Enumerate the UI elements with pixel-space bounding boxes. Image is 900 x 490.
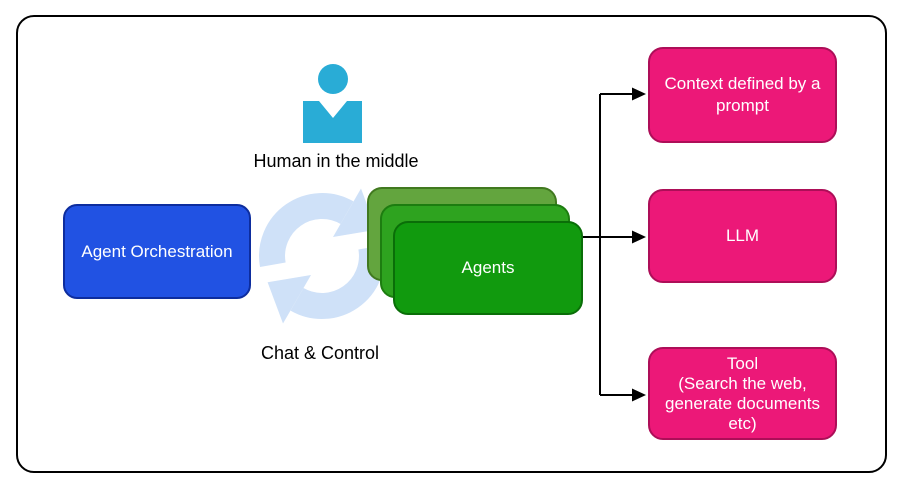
- context-box: Context defined by a prompt: [648, 47, 837, 143]
- tool-label-line2: (Search the web,: [678, 373, 807, 393]
- human-in-the-middle-label: Human in the middle: [253, 151, 419, 171]
- llm-box: LLM: [648, 189, 837, 283]
- llm-label: LLM: [725, 226, 760, 245]
- tool-label-line4: etc): [728, 413, 757, 433]
- tool-label-line3: generate documents: [665, 393, 820, 413]
- outer-frame: [16, 15, 887, 473]
- context-label-line2: prompt: [716, 96, 769, 115]
- agent-orchestration-box: Agent Orchestration: [63, 204, 251, 299]
- agents-label: Agents: [461, 258, 515, 277]
- agent-orchestration-label: Agent Orchestration: [81, 241, 233, 261]
- context-label-line1: Context defined by a: [664, 74, 821, 93]
- tool-box: Tool (Search the web, generate documents…: [648, 347, 837, 440]
- tool-label-line1: Tool: [726, 353, 759, 373]
- person-icon: [303, 64, 362, 143]
- chat-and-control-label: Chat & Control: [260, 343, 380, 363]
- agents-box-front: Agents: [393, 221, 583, 315]
